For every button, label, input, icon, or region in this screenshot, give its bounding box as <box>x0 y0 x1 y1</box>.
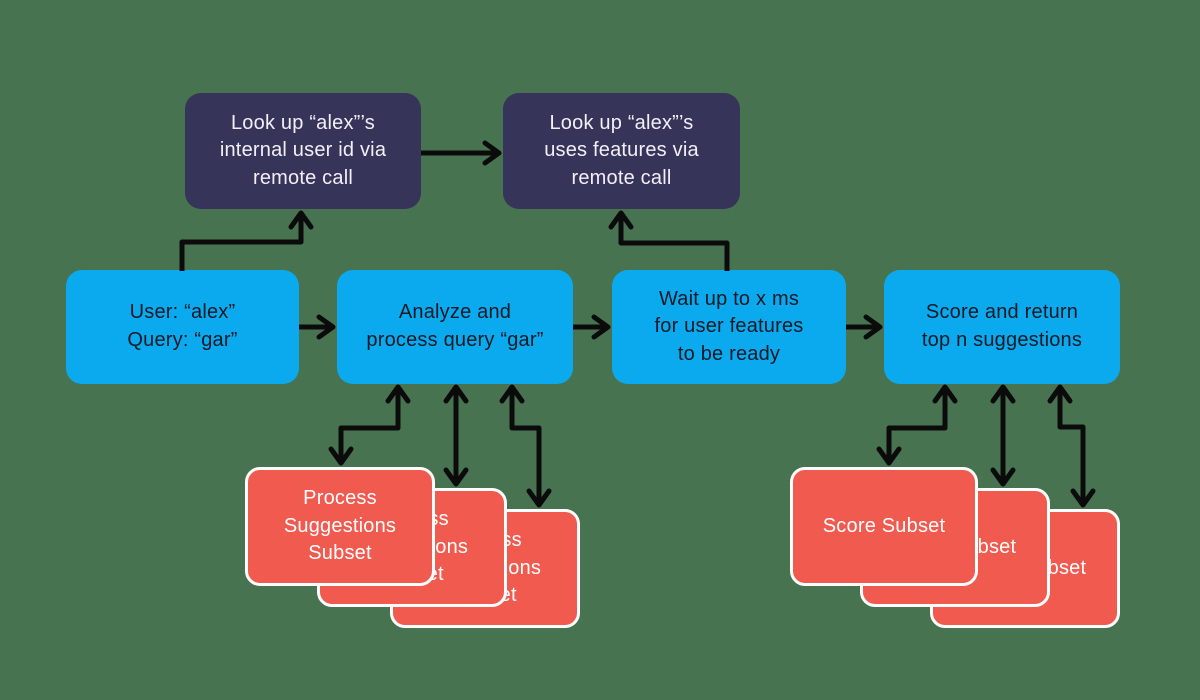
node-lookup-user-id: Look up “alex”’s internal user id via re… <box>185 93 421 209</box>
edge-analyze-query-to-process-subset-3 <box>499 384 552 508</box>
node-lookup-user-features: Look up “alex”’s uses features via remot… <box>503 93 740 209</box>
node-label: Process Suggestions Subset <box>283 487 397 565</box>
node-label: Analyze and process query “gar” <box>366 301 544 351</box>
edge-score-return-to-score-subset-3 <box>1047 384 1096 508</box>
node-label: Score Subset <box>822 514 946 537</box>
edge-user-query-to-lookup-user-id <box>179 210 314 271</box>
edge-analyze-query-to-process-subset-1 <box>328 384 411 466</box>
node-label: Look up “alex”’s uses features via remot… <box>544 111 699 189</box>
node-label: Look up “alex”’s internal user id via re… <box>219 111 387 189</box>
edge-score-return-to-score-subset-1 <box>876 384 958 466</box>
node-label: Wait up to x ms for user features to be … <box>654 287 804 365</box>
node-wait-features: Wait up to x ms for user features to be … <box>612 270 846 384</box>
node-user-query: User: “alex” Query: “gar” <box>66 270 299 384</box>
node-label: Score and return top n suggestions <box>921 301 1083 351</box>
node-label: User: “alex” Query: “gar” <box>127 301 238 351</box>
node-score-subset-1: Score Subset <box>790 467 978 586</box>
node-analyze-query: Analyze and process query “gar” <box>337 270 573 384</box>
node-score-return: Score and return top n suggestions <box>884 270 1120 384</box>
node-process-subset-1: Process Suggestions Subset <box>245 467 435 586</box>
edge-wait-features-to-lookup-user-features <box>608 210 730 271</box>
